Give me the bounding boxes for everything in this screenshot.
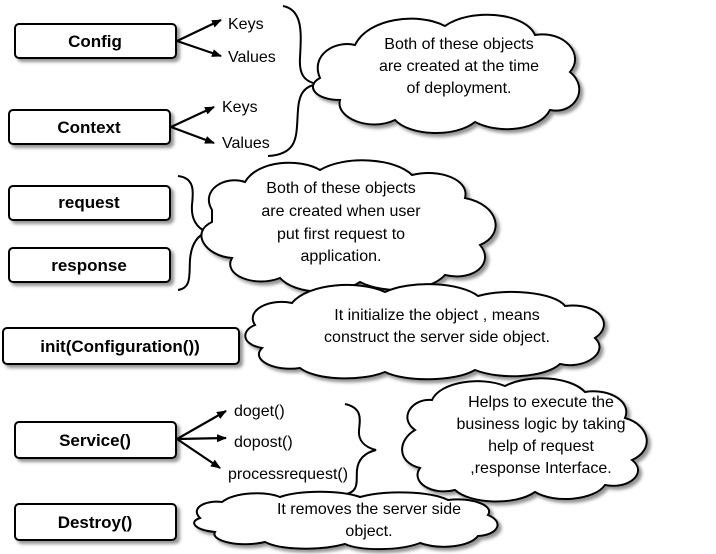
context-arrows	[170, 106, 215, 145]
config-values-label: Values	[228, 49, 276, 66]
cloud-first-request-line-3: put first request to	[277, 226, 405, 243]
request-box: request	[8, 185, 171, 221]
cloud-service	[401, 377, 648, 503]
cloud-init-line-2: construct the server side object.	[324, 329, 550, 346]
request-label: request	[58, 193, 120, 212]
config-box: Config	[14, 23, 177, 59]
processrequest-label: processrequest()	[228, 466, 348, 483]
context-label: Context	[57, 118, 121, 137]
cloud-destroy-line-1: It removes the server side	[277, 501, 461, 518]
cloud-deployment-line-3: of deployment.	[407, 80, 512, 97]
cloud-deployment-line-2: are created at the time	[379, 58, 539, 75]
cloud-deployment-line-1: Both of these objects	[384, 36, 533, 53]
init-box: init(Configuration())	[2, 327, 240, 365]
cloud-deployment	[312, 13, 581, 134]
init-label: init(Configuration())	[40, 337, 200, 356]
cloud-destroy	[193, 490, 499, 551]
processrequest-arrow	[176, 438, 221, 469]
cloud-first-request	[200, 159, 497, 293]
brace-service	[342, 403, 377, 496]
cloud-first-request-line-4: application.	[301, 248, 382, 265]
cloud-service-line-4: ,response Interface.	[470, 460, 611, 477]
cloud-init-text: It initialize the object , means constru…	[324, 307, 550, 346]
cloud-init	[244, 283, 605, 381]
cloud-service-text: Helps to execute the business logic by t…	[457, 394, 626, 477]
config-arrows	[176, 19, 222, 58]
dopost-label: dopost()	[234, 434, 293, 451]
response-label: response	[51, 256, 127, 275]
context-keys-arrow	[170, 106, 215, 128]
doget-label: doget()	[234, 403, 285, 420]
brace-config-context	[267, 5, 319, 157]
destroy-box: Destroy()	[14, 503, 177, 541]
context-values-label: Values	[222, 135, 270, 152]
cloud-destroy-text: It removes the server side object.	[277, 501, 461, 540]
cloud-deployment-text: Both of these objects are created at the…	[379, 36, 539, 97]
cloud-first-request-text: Both of these objects are created when u…	[261, 180, 421, 265]
context-values-arrow	[170, 125, 215, 145]
doget-arrow	[176, 410, 227, 440]
cloud-first-request-line-2: are created when user	[261, 203, 421, 220]
cloud-service-line-2: business logic by taking	[457, 416, 626, 433]
destroy-label: Destroy()	[58, 513, 133, 532]
cloud-init-line-1: It initialize the object , means	[334, 307, 539, 324]
config-label: Config	[68, 32, 122, 51]
context-keys-label: Keys	[222, 99, 258, 116]
cloud-destroy-line-2: object.	[345, 523, 392, 540]
response-box: response	[8, 247, 171, 283]
config-keys-arrow	[176, 19, 222, 42]
cloud-service-line-1: Helps to execute the	[468, 394, 614, 411]
dopost-arrow	[176, 434, 227, 443]
config-values-arrow	[176, 39, 222, 58]
cloud-service-line-3: help of request	[488, 438, 594, 455]
cloud-first-request-line-1: Both of these objects	[266, 180, 415, 197]
service-arrows	[176, 410, 227, 469]
config-keys-label: Keys	[228, 16, 264, 33]
context-box: Context	[8, 109, 171, 145]
service-box: Service()	[14, 421, 177, 459]
service-label: Service()	[59, 431, 131, 450]
